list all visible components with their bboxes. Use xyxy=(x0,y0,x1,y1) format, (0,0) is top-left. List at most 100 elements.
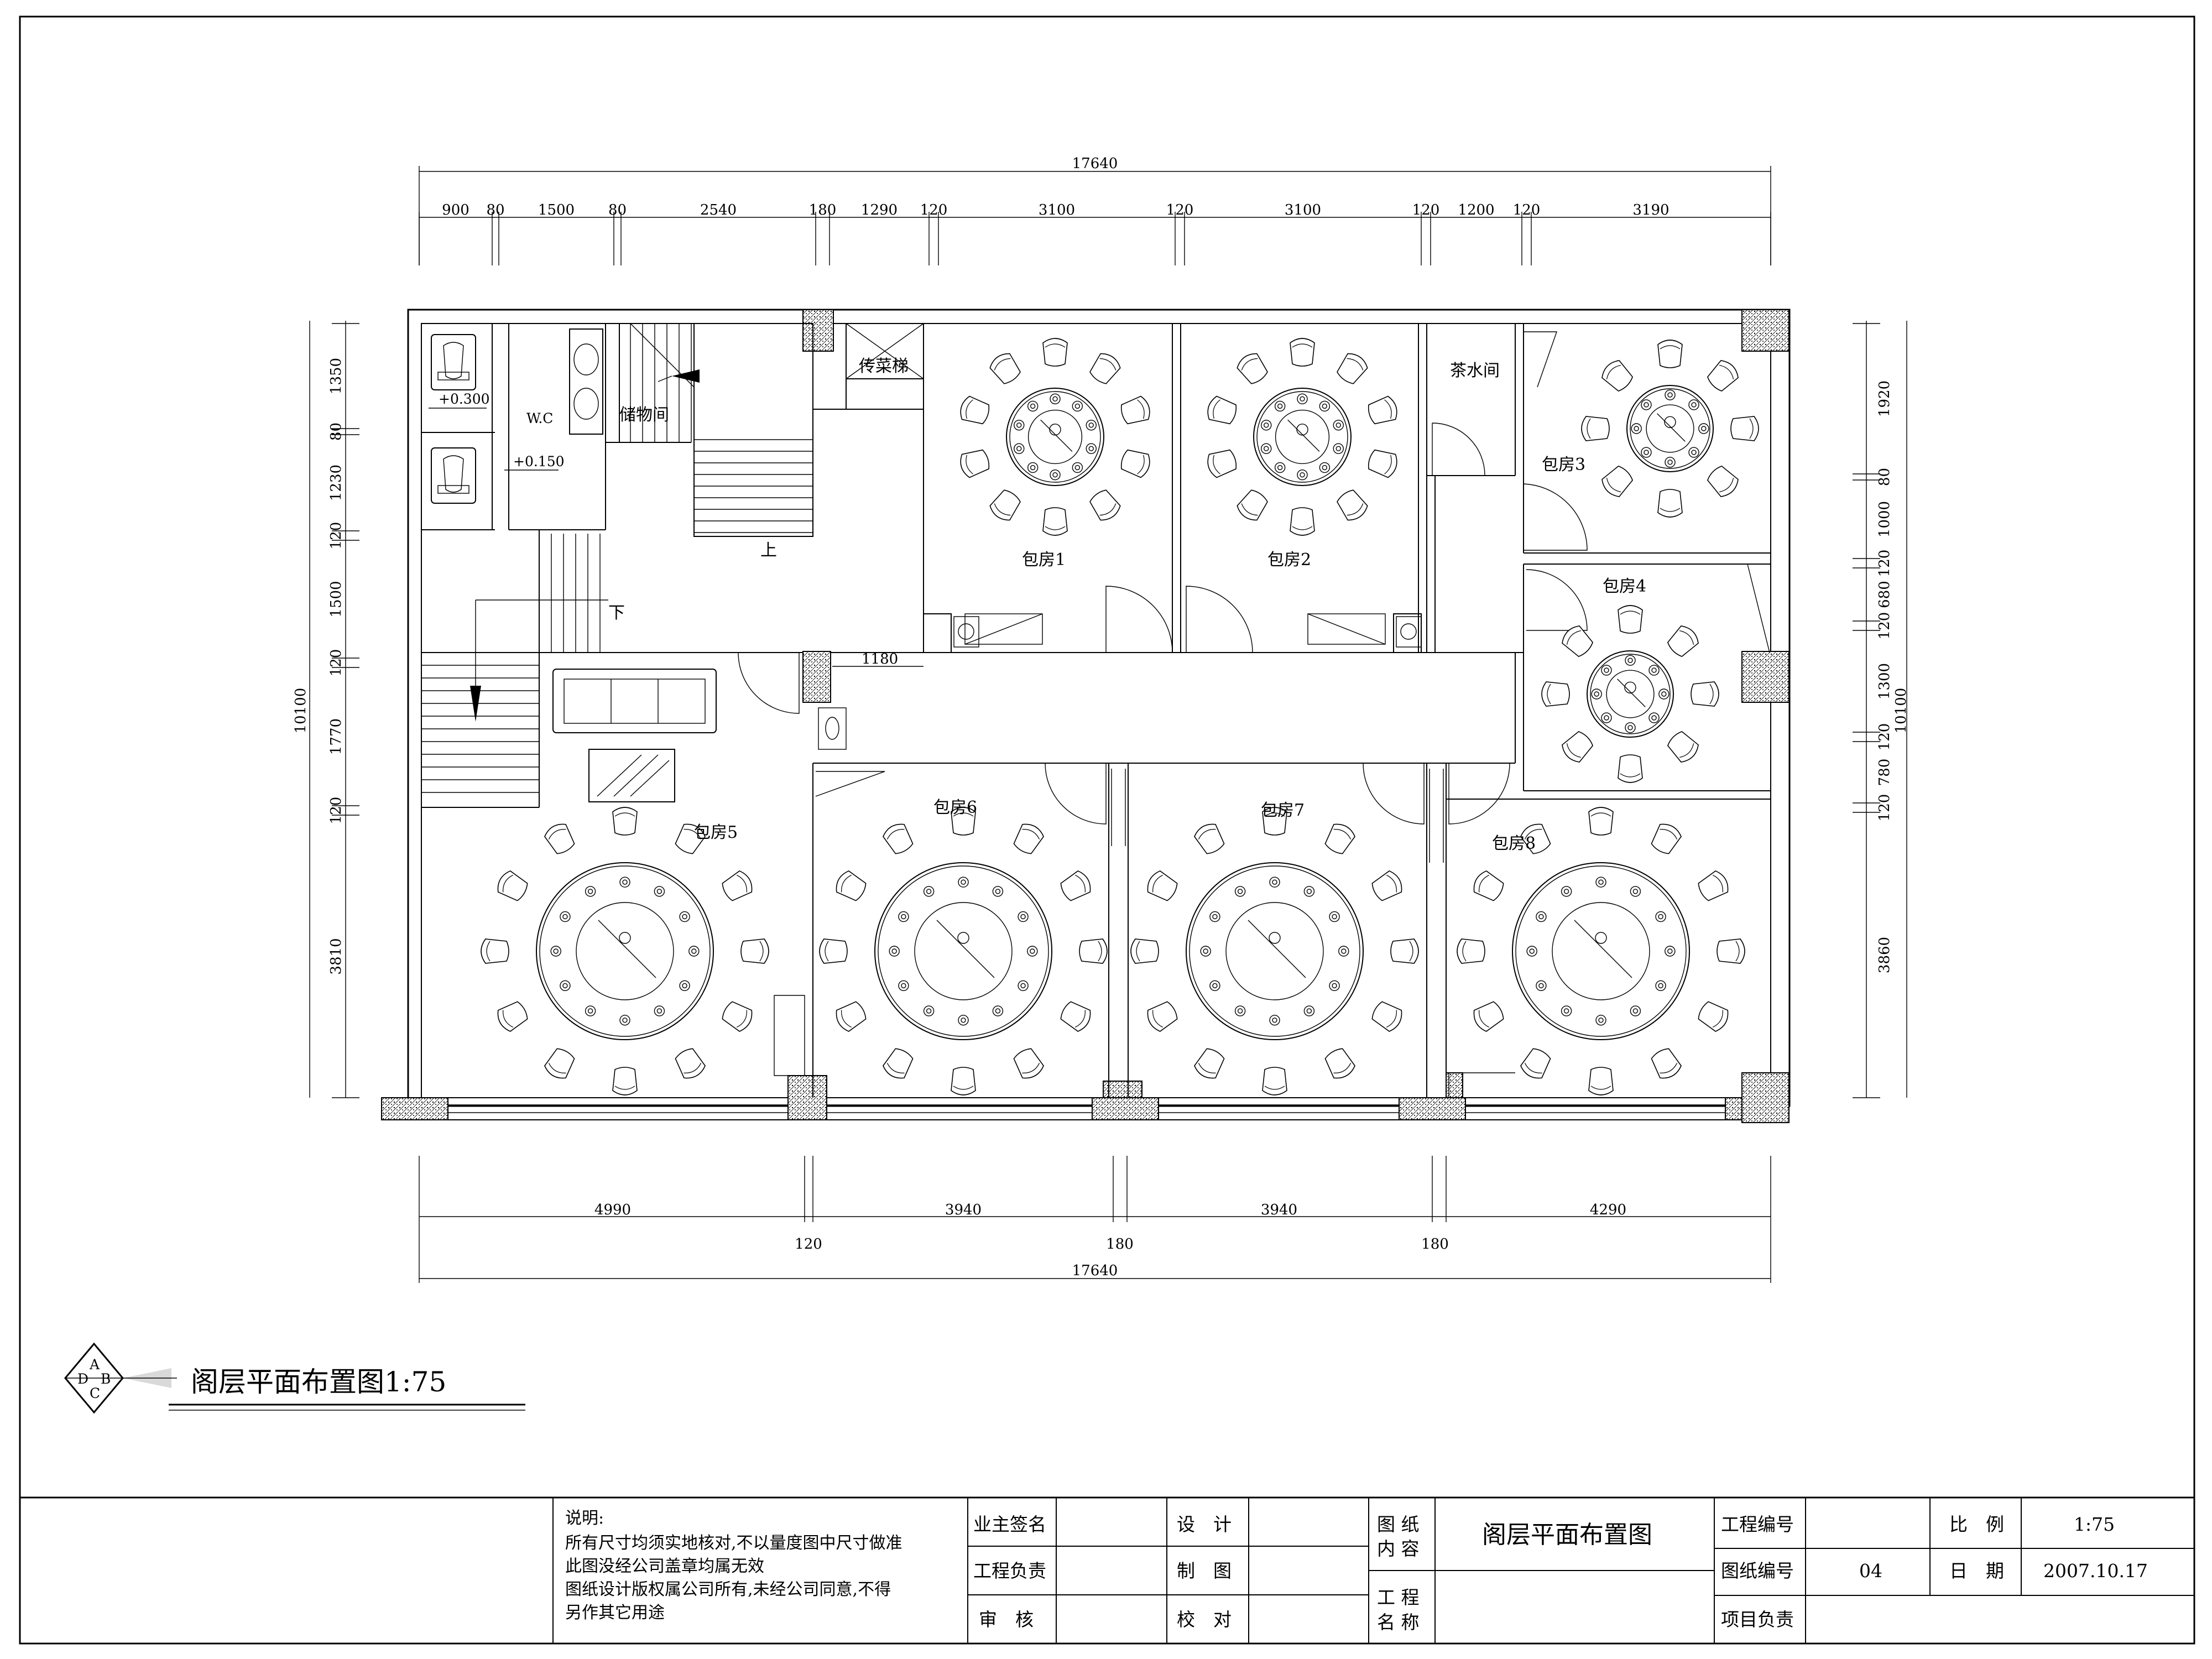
logo-letter-d: D xyxy=(77,1371,88,1387)
washbasin-icon xyxy=(569,328,603,435)
stair-up-label: 上 xyxy=(760,541,777,560)
right-dim-7: 1300 xyxy=(1876,663,1893,700)
room1-label: 包房1 xyxy=(1022,550,1066,570)
right-dim-8: 120 xyxy=(1876,723,1893,751)
top-dim-9: 3100 xyxy=(1039,202,1075,218)
drawing-title-block: A B C D 阁层平面布置图1:75 xyxy=(64,1342,525,1414)
top-dim-12: 120 xyxy=(1412,202,1440,218)
top-dim-4: 80 xyxy=(608,202,627,218)
left-dim-8: 120 xyxy=(328,797,345,825)
right-dim-10: 120 xyxy=(1876,794,1893,822)
bottom-dim-4: 4290 xyxy=(1590,1202,1626,1218)
design-label: 设 计 xyxy=(1177,1514,1232,1535)
title-block: 说明: 所有尺寸均须实地核对,不以量度图中尺寸做准 此图没经公司盖章均属无效 图… xyxy=(19,1496,2195,1645)
room7-label: 包房7 xyxy=(1261,801,1305,820)
top-dim-1: 900 xyxy=(442,202,469,218)
table-room6 xyxy=(819,807,1108,1095)
logo-letter-a: A xyxy=(89,1357,100,1373)
level-mark-2: +0.150 xyxy=(513,453,565,469)
squat-toilet-icon xyxy=(431,334,476,390)
drafting-label: 制 图 xyxy=(1177,1560,1232,1582)
room5-label: 包房5 xyxy=(694,823,738,842)
coffee-table-icon xyxy=(588,749,675,802)
top-dim-10: 120 xyxy=(1166,202,1194,218)
squat-toilet-icon xyxy=(431,447,476,504)
top-total-dim: 17640 xyxy=(1072,155,1118,172)
bottom-gap-2: 180 xyxy=(1106,1236,1134,1253)
drawing-title: 阁层平面布置图1:75 xyxy=(191,1366,446,1398)
table-room3 xyxy=(1581,340,1759,518)
compass-logo-icon: A B C D xyxy=(64,1342,177,1414)
corridor-dim: 1180 xyxy=(862,651,898,667)
fixtures xyxy=(431,328,1422,802)
top-dim-15: 3190 xyxy=(1632,202,1669,218)
room2-label: 包房2 xyxy=(1267,550,1311,570)
drawing-content-label-2: 内 容 xyxy=(1377,1538,1420,1559)
room4-label: 包房4 xyxy=(1603,577,1646,596)
tea-room-label: 茶水间 xyxy=(1450,361,1500,380)
walls xyxy=(381,309,1791,1123)
drawing-no-value: 04 xyxy=(1859,1560,1882,1582)
table-room7 xyxy=(1130,807,1419,1095)
project-no-label: 工程编号 xyxy=(1721,1514,1794,1535)
drawing-content-label-1: 图 纸 xyxy=(1377,1514,1420,1535)
notes-line-1: 所有尺寸均须实地核对,不以量度图中尺寸做准 xyxy=(565,1533,902,1553)
storage-label: 储物间 xyxy=(619,405,669,425)
project-lead-label: 工程负责 xyxy=(973,1560,1046,1582)
right-dim-6: 120 xyxy=(1876,612,1893,640)
bottom-dim-2: 3940 xyxy=(945,1202,982,1218)
dining-tables xyxy=(481,338,1759,1095)
stair-down-label: 下 xyxy=(608,603,625,623)
right-dim-4: 120 xyxy=(1876,550,1893,577)
level-mark-1: +0.300 xyxy=(439,391,490,407)
bottom-dimensions: 4990 3940 3940 4290 120 180 180 17640 xyxy=(419,1156,1771,1283)
room8-label: 包房8 xyxy=(1492,834,1536,853)
top-dim-11: 3100 xyxy=(1285,202,1321,218)
top-dim-13: 1200 xyxy=(1458,202,1494,218)
room-labels: W.C 储物间 传菜梯 茶水间 包房1 包房2 包房3 包房4 包房5 包房6 … xyxy=(429,357,1646,853)
left-dim-5: 1500 xyxy=(328,581,345,617)
table-room4 xyxy=(1541,605,1719,783)
room6-label: 包房6 xyxy=(933,798,977,817)
date-label: 日 期 xyxy=(1949,1560,2004,1582)
right-dim-9: 780 xyxy=(1876,759,1893,786)
bottom-gap-1: 120 xyxy=(795,1236,822,1253)
top-dim-7: 1290 xyxy=(861,202,898,218)
table-room5 xyxy=(481,807,769,1095)
top-dim-14: 120 xyxy=(1513,202,1541,218)
room3-label: 包房3 xyxy=(1542,455,1585,474)
right-dimensions: 10100 1920801000120680120130012078012038… xyxy=(1853,321,1910,1098)
left-dim-7: 1770 xyxy=(328,718,345,755)
logo-letter-c: C xyxy=(90,1385,100,1401)
table-room2 xyxy=(1204,338,1400,536)
top-dim-5: 2540 xyxy=(700,202,737,218)
right-dim-1: 1920 xyxy=(1876,380,1893,417)
sink-icon xyxy=(818,616,1422,750)
table-room8 xyxy=(1457,807,1745,1095)
table-room1 xyxy=(957,338,1153,536)
top-dim-3: 1500 xyxy=(538,202,575,218)
dumbwaiter-label: 传菜梯 xyxy=(859,357,909,376)
owner-sign-label: 业主签名 xyxy=(973,1514,1046,1535)
top-dim-2: 80 xyxy=(486,202,504,218)
drawing-name-value: 阁层平面布置图 xyxy=(1482,1521,1652,1549)
date-value: 2007.10.17 xyxy=(2043,1560,2148,1582)
right-total-dim: 10100 xyxy=(1893,688,1910,734)
scale-label: 比 例 xyxy=(1949,1514,2004,1535)
sofa-icon xyxy=(552,669,717,733)
left-dim-2: 80 xyxy=(328,422,345,441)
right-dim-5: 680 xyxy=(1876,581,1893,608)
bottom-dim-3: 3940 xyxy=(1261,1202,1297,1218)
bottom-total-dim: 17640 xyxy=(1072,1262,1118,1279)
notes-line-4: 另作其它用途 xyxy=(565,1603,665,1623)
notes-line-3: 图纸设计版权属公司所有,未经公司同意,不得 xyxy=(565,1580,891,1599)
left-total-dim: 10100 xyxy=(293,688,309,734)
scale-value: 1:75 xyxy=(2074,1514,2115,1535)
logo-letter-b: B xyxy=(101,1371,111,1387)
project-name-label-1: 工 程 xyxy=(1377,1587,1420,1608)
drawing-no-label: 图纸编号 xyxy=(1721,1560,1794,1582)
wc-label: W.C xyxy=(526,410,553,426)
